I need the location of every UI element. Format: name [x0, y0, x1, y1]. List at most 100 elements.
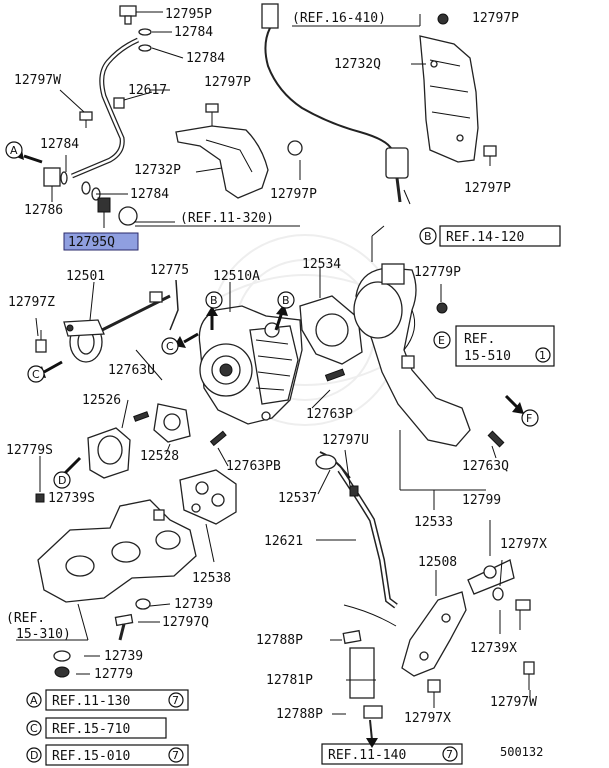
label-12779S[interactable]: 12779S: [6, 443, 53, 458]
label-12528[interactable]: 12528: [140, 449, 179, 464]
label-12797U[interactable]: 12797U: [322, 433, 369, 448]
label-12799[interactable]: 12799: [462, 493, 501, 508]
nut-12779P[interactable]: [436, 302, 448, 314]
ref-15-310-a[interactable]: (REF.: [6, 611, 45, 626]
hose-12775[interactable]: [169, 279, 179, 331]
oxygen-sensor[interactable]: [385, 147, 409, 179]
label-12617[interactable]: 12617: [128, 83, 167, 98]
label-12797X-right[interactable]: 12797X: [500, 537, 547, 552]
bolt-12797X-right[interactable]: [515, 599, 531, 611]
label-12732Q[interactable]: 12732Q: [334, 57, 381, 72]
label-12739-a[interactable]: 12739: [174, 597, 213, 612]
label-12510A[interactable]: 12510A: [213, 269, 260, 284]
union-fitting[interactable]: [118, 206, 138, 226]
label-12795Q[interactable]: 12795Q: [68, 235, 115, 250]
label-12797Q[interactable]: 12797Q: [162, 615, 209, 630]
label-12534[interactable]: 12534: [302, 257, 341, 272]
oil-pipe-12617[interactable]: [71, 37, 140, 179]
label-12784-b[interactable]: 12784: [186, 51, 225, 66]
bolt-12797W[interactable]: [79, 111, 93, 121]
bolt-12797X-bottom[interactable]: [427, 679, 441, 693]
exhaust-manifold[interactable]: [37, 499, 197, 603]
label-12775[interactable]: 12775: [150, 263, 189, 278]
bracket-12508[interactable]: [401, 570, 467, 677]
nut-12797P[interactable]: [287, 140, 303, 156]
label-12763P[interactable]: 12763P: [306, 407, 353, 422]
ref-14-120[interactable]: REF.14-120: [446, 230, 524, 245]
label-12786[interactable]: 12786: [24, 203, 63, 218]
ref-11-140[interactable]: REF.11-140: [328, 748, 406, 763]
label-12795P[interactable]: 12795P: [165, 7, 212, 22]
label-12797P-r[interactable]: 12797P: [464, 181, 511, 196]
gasket-12528[interactable]: [153, 403, 191, 443]
ref-box-11-130[interactable]: [45, 689, 189, 711]
label-12784-c[interactable]: 12784: [40, 137, 79, 152]
bolt-12797U[interactable]: [349, 485, 359, 497]
label-12763PB[interactable]: 12763PB: [226, 459, 281, 474]
bolt-12797Z[interactable]: [35, 339, 47, 353]
label-12538[interactable]: 12538: [192, 571, 231, 586]
label-12732P[interactable]: 12732P: [134, 163, 181, 178]
ref-15-510-b[interactable]: 15-510: [464, 349, 511, 364]
ref-15-310-b[interactable]: 15-310): [16, 627, 71, 642]
bolt-12797Q[interactable]: [114, 613, 134, 627]
label-12779P[interactable]: 12779P: [414, 265, 461, 280]
label-12781P[interactable]: 12781P: [266, 673, 313, 688]
label-12797W-top[interactable]: 12797W: [14, 73, 61, 88]
heat-shield-12732P[interactable]: [175, 103, 269, 199]
label-12797P-c[interactable]: 12797P: [270, 187, 317, 202]
label-12763U[interactable]: 12763U: [108, 363, 155, 378]
fitting-12786[interactable]: [43, 167, 61, 187]
turbocharger-12510A[interactable]: [198, 305, 303, 425]
bolt-12797P-right[interactable]: [483, 145, 497, 157]
label-12788P-b[interactable]: 12788P: [276, 707, 323, 722]
bolt-12795Q[interactable]: [97, 197, 111, 213]
ref-11-130[interactable]: REF.11-130: [52, 694, 130, 709]
label-12788P-a[interactable]: 12788P: [256, 633, 303, 648]
label-12797P-mid[interactable]: 12797P: [204, 75, 251, 90]
ref-15-010[interactable]: REF.15-010: [52, 749, 130, 764]
washer-12739-b[interactable]: [53, 650, 71, 662]
ref-box-14-120[interactable]: [439, 225, 561, 247]
washer-12784-b[interactable]: [138, 44, 152, 52]
stud-12763P[interactable]: [324, 368, 346, 382]
label-12779[interactable]: 12779: [94, 667, 133, 682]
label-12621[interactable]: 12621: [264, 534, 303, 549]
ref-16-410[interactable]: (REF.16-410): [292, 11, 386, 26]
ref-box-15-010[interactable]: [45, 744, 189, 766]
ref-15-510-a[interactable]: REF.: [464, 332, 495, 347]
bolt-12797W-bottom[interactable]: [523, 661, 535, 675]
wastegate-actuator-12501[interactable]: [63, 291, 171, 363]
label-12508[interactable]: 12508: [418, 555, 457, 570]
stud-12763Q[interactable]: [487, 430, 505, 448]
label-12797X-bottom[interactable]: 12797X: [404, 711, 451, 726]
label-12763Q[interactable]: 12763Q: [462, 459, 509, 474]
label-12739S[interactable]: 12739S: [48, 491, 95, 506]
ref-box-11-140[interactable]: [321, 743, 463, 765]
label-12784-d[interactable]: 12784: [130, 187, 169, 202]
gasket-12534[interactable]: [299, 295, 363, 365]
front-exhaust-pipe-12533[interactable]: [353, 263, 471, 447]
elbow-12526[interactable]: [87, 427, 131, 479]
label-12797W-bottom[interactable]: 12797W: [490, 695, 537, 710]
bolt-12795P[interactable]: [119, 5, 137, 17]
ref-box-15-710[interactable]: [45, 717, 167, 739]
label-12739-b[interactable]: 12739: [104, 649, 143, 664]
clamp-12788P-a[interactable]: [342, 629, 362, 645]
hose-12781P[interactable]: [349, 647, 375, 699]
washer-12739-a[interactable]: [135, 598, 151, 610]
washer-12739X[interactable]: [492, 587, 504, 601]
nut-12779S[interactable]: [35, 493, 45, 503]
ref-11-320[interactable]: (REF.11-320): [180, 211, 274, 226]
oil-return-pipe-12621[interactable]: [337, 468, 398, 609]
label-12526[interactable]: 12526: [82, 393, 121, 408]
ref-15-710[interactable]: REF.15-710: [52, 722, 130, 737]
nut-12779[interactable]: [54, 666, 70, 678]
washer-12784-a[interactable]: [138, 28, 152, 36]
clamp-12788P-b[interactable]: [363, 705, 383, 719]
bolt-12797P-top[interactable]: [437, 13, 449, 25]
label-12537[interactable]: 12537: [278, 491, 317, 506]
label-12797Z[interactable]: 12797Z: [8, 295, 55, 310]
heat-shield-12732Q[interactable]: [419, 35, 479, 163]
label-12501[interactable]: 12501: [66, 269, 105, 284]
